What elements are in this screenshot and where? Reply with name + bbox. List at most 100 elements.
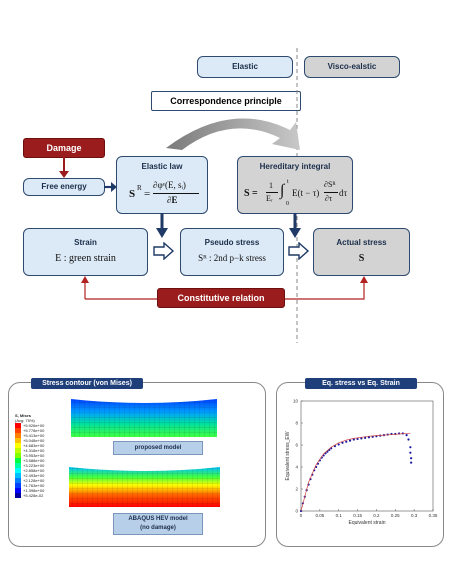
contour-plot-proposed bbox=[71, 399, 217, 437]
model2-label-line1: ABAQUS HEV model bbox=[128, 516, 188, 522]
data-point bbox=[360, 437, 363, 440]
legend-swatch bbox=[15, 493, 21, 498]
legend-swatch bbox=[15, 433, 21, 438]
data-point bbox=[405, 434, 408, 437]
x-tick-label: 0.05 bbox=[315, 513, 324, 518]
hereditary-body: E(t − τ) bbox=[292, 188, 320, 198]
data-point bbox=[356, 437, 359, 441]
x-tick-label: 0.15 bbox=[353, 513, 362, 518]
series-line bbox=[300, 433, 411, 512]
legend-row: +2.858e+00 bbox=[15, 468, 63, 473]
damage-arrow bbox=[59, 157, 69, 178]
correspondence-box: Correspondence principle bbox=[151, 91, 301, 111]
legend-value: +2.858e+00 bbox=[23, 468, 45, 473]
contour-plot-abaqus bbox=[69, 467, 220, 507]
correspondence-label: Correspondence principle bbox=[170, 96, 282, 106]
legend-value: +5.778e+00 bbox=[23, 428, 45, 433]
hereditary-box: Hereditary integral S = 1 Eᵣ ∫ t 0 E(t −… bbox=[237, 156, 353, 214]
visco-header-label: Visco-ealstic bbox=[327, 62, 377, 71]
x-tick-label: 0.35 bbox=[429, 513, 438, 518]
data-point bbox=[341, 441, 344, 444]
legend-swatch bbox=[15, 443, 21, 448]
elastic-law-denominator: ∂E bbox=[167, 195, 178, 205]
constitutive-box: Constitutive relation bbox=[157, 288, 285, 308]
legend-swatch bbox=[15, 483, 21, 488]
legend-value: +5.926e+00 bbox=[23, 423, 45, 428]
y-tick-label: 6 bbox=[295, 443, 298, 448]
legend-swatch bbox=[15, 423, 21, 428]
free-energy-box: Free energy bbox=[23, 178, 105, 196]
legend-swatch bbox=[15, 438, 21, 443]
pseudo-to-actual-arrow bbox=[288, 242, 310, 260]
model1-label: proposed model bbox=[134, 445, 182, 451]
contour-legend: S, Mises (Avg: 75%) +5.926e+00+5.778e+00… bbox=[15, 413, 63, 498]
actual-stress-box: Actual stress S bbox=[313, 228, 410, 276]
data-point bbox=[348, 439, 352, 442]
legend-swatch bbox=[15, 428, 21, 433]
legend-row: +1.398e+00 bbox=[15, 488, 63, 493]
legend-row: +5.926e+00 bbox=[15, 423, 63, 428]
x-tick-label: 0 bbox=[300, 513, 303, 518]
legend-sub: (Avg: 75%) bbox=[15, 418, 35, 423]
data-point bbox=[367, 436, 370, 439]
elastic-header-label: Elastic bbox=[232, 62, 258, 71]
elastic-law-sup: R bbox=[137, 184, 142, 192]
elastic-law-box: Elastic law S R = ∂φᵉ(E, sᵢ) ∂E bbox=[116, 156, 208, 214]
hereditary-lhs: S = bbox=[244, 188, 258, 199]
legend-row: +5.428e-02 bbox=[15, 493, 63, 498]
y-tick-label: 8 bbox=[295, 421, 298, 426]
hereditary-den2: ∂τ bbox=[325, 194, 333, 203]
legend-row: +4.683e+00 bbox=[15, 443, 63, 448]
elastic-law-title: Elastic law bbox=[141, 162, 183, 171]
y-tick-label: 0 bbox=[295, 509, 298, 514]
legend-swatch bbox=[15, 488, 21, 493]
hereditary-integral: ∫ bbox=[280, 182, 285, 199]
data-point bbox=[337, 443, 340, 446]
x-axis-label: Equivalent strain bbox=[349, 520, 386, 526]
legend-row: +1.763e+00 bbox=[15, 483, 63, 488]
legend-row: +4.318e+00 bbox=[15, 448, 63, 453]
x-tick-label: 0.2 bbox=[373, 513, 380, 518]
legend-value: +1.763e+00 bbox=[23, 483, 45, 488]
constitutive-label: Constitutive relation bbox=[177, 293, 265, 303]
strain-title: Strain bbox=[74, 238, 97, 247]
hereditary-down-arrow bbox=[289, 213, 301, 238]
elastic-law-numerator: ∂φᵉ(E, sᵢ) bbox=[153, 180, 186, 190]
hereditary-num2: ∂Sᴿ bbox=[324, 180, 336, 189]
y-tick-label: 10 bbox=[293, 399, 299, 404]
x-tick-label: 0.3 bbox=[411, 513, 418, 518]
hereditary-dtau: dτ bbox=[339, 188, 348, 198]
elastic-law-down-arrow bbox=[156, 213, 168, 238]
data-point bbox=[345, 440, 348, 443]
legend-value: +5.048e+00 bbox=[23, 438, 45, 443]
legend-title: S, Mises bbox=[15, 413, 32, 418]
data-point bbox=[410, 457, 413, 460]
legend-row: +2.128e+00 bbox=[15, 478, 63, 483]
contour-panel-title: Stress contour (von Mises) bbox=[31, 378, 143, 389]
data-point bbox=[409, 451, 412, 454]
damage-box: Damage bbox=[23, 138, 105, 158]
data-point bbox=[364, 436, 367, 439]
legend-row: +5.048e+00 bbox=[15, 438, 63, 443]
model1-label-box: proposed model bbox=[113, 441, 203, 455]
elastic-law-lhs: S bbox=[129, 188, 136, 200]
contour-panel: Stress contour (von Mises) S, Mises (Avg… bbox=[8, 378, 266, 547]
actual-stress-title: Actual stress bbox=[336, 238, 387, 247]
elastic-law-fracline bbox=[153, 193, 199, 194]
data-point bbox=[352, 438, 355, 441]
free-energy-label: Free energy bbox=[41, 182, 87, 191]
hereditary-frac-num: 1 bbox=[269, 181, 273, 190]
legend-row: +2.493e+00 bbox=[15, 473, 63, 478]
legend-value: +3.223e+00 bbox=[23, 463, 45, 468]
data-point bbox=[409, 446, 412, 449]
visco-header: Visco-ealstic bbox=[304, 56, 400, 78]
curved-arrow bbox=[166, 118, 300, 150]
legend-row: +3.953e+00 bbox=[15, 453, 63, 458]
actual-stress-formula: S bbox=[358, 253, 365, 264]
x-tick-label: 0.1 bbox=[336, 513, 343, 518]
legend-value: +2.493e+00 bbox=[23, 473, 45, 478]
chart-panel-title: Eq. stress vs Eq. Strain bbox=[305, 378, 417, 389]
hereditary-fracline2 bbox=[324, 192, 338, 193]
legend-row: +3.223e+00 bbox=[15, 463, 63, 468]
